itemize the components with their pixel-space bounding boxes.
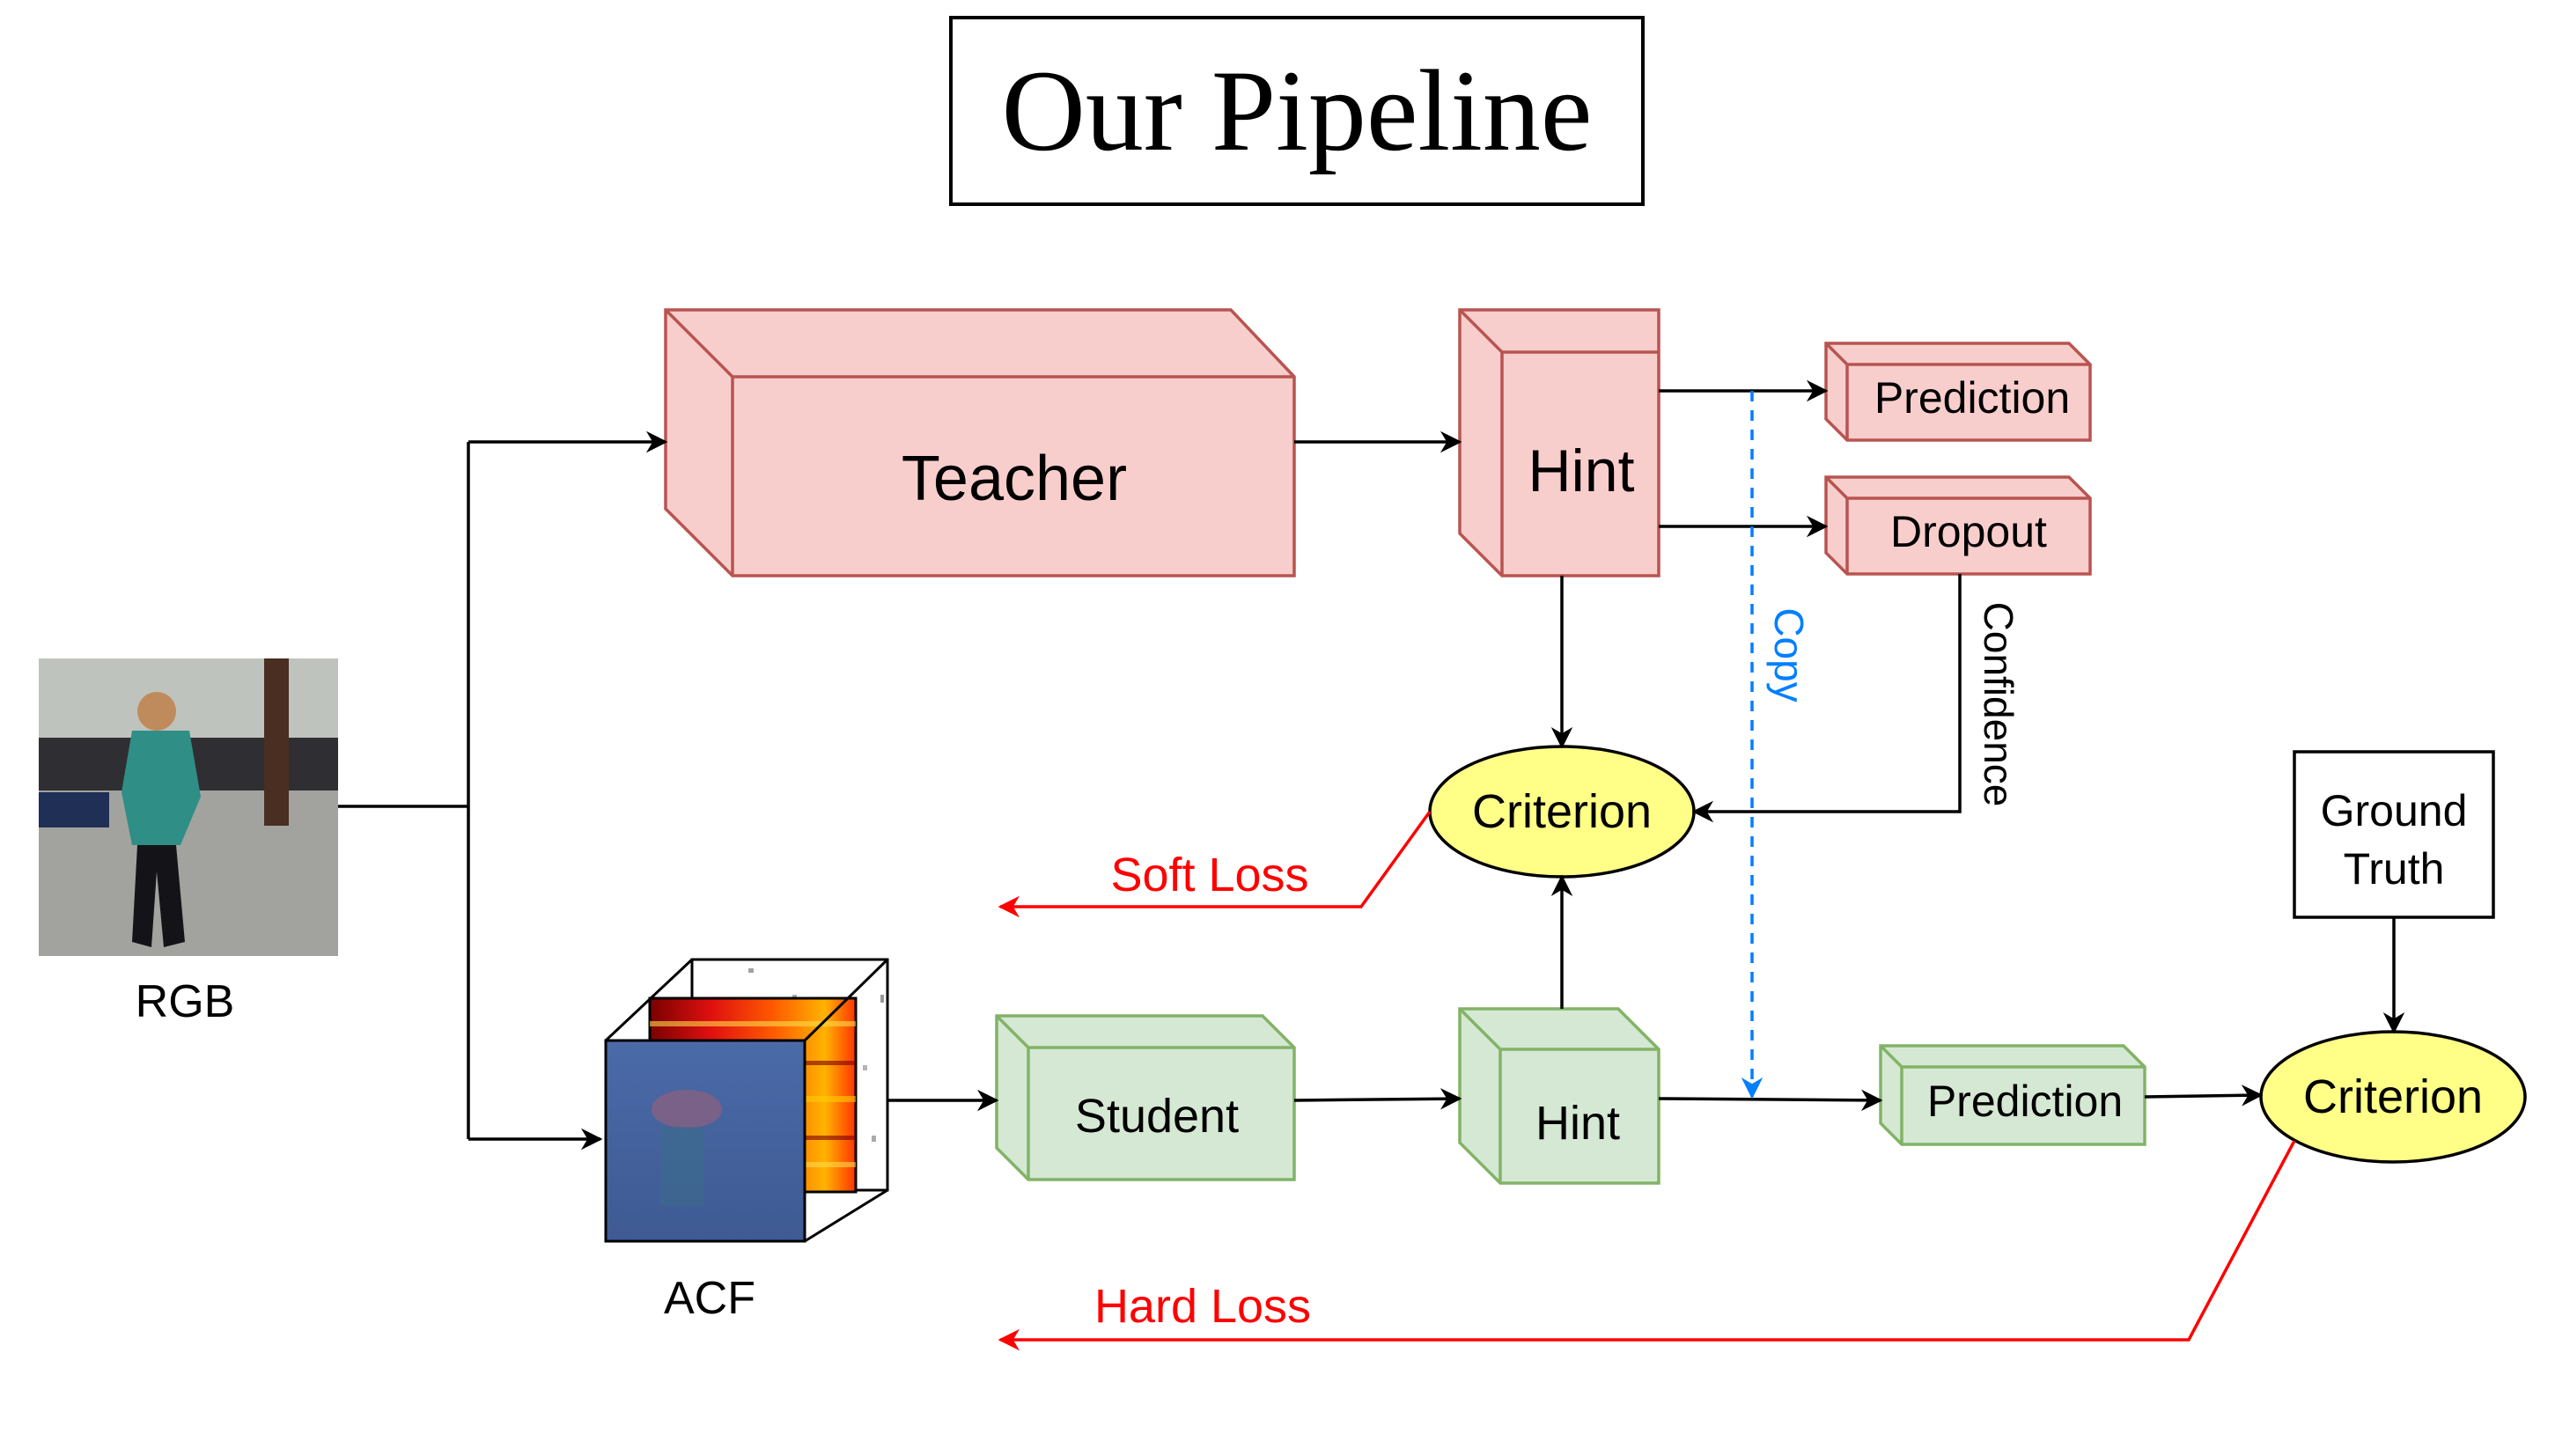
connectors (338, 379, 2405, 1151)
soft-loss-arrow (998, 810, 1432, 918)
acf-stack (604, 958, 889, 1243)
arrow-student-to-hint (1293, 1087, 1462, 1110)
title-box: Our Pipeline (949, 16, 1645, 206)
criterion-hard-label: Criterion (2303, 1070, 2483, 1123)
hard-loss-label: Hard Loss (1094, 1280, 1311, 1333)
student-prediction-block: Prediction (1879, 1044, 2146, 1146)
teacher-prediction-block: Prediction (1824, 342, 2092, 442)
rgb-label: RGB (136, 976, 235, 1027)
teacher-block: Teacher (664, 308, 1296, 577)
criterion-hard: Criterion (2259, 1030, 2527, 1164)
student-block: Student (995, 1014, 1296, 1181)
dropout-label: Dropout (1890, 507, 2047, 556)
teacher-hint-block: Hint (1458, 308, 1660, 577)
teacher-hint-label: Hint (1528, 438, 1635, 504)
student-hint-label: Hint (1535, 1097, 1620, 1150)
criterion-soft: Criterion (1428, 745, 1696, 879)
confidence-label: Confidence (1976, 602, 2021, 807)
student-prediction-label: Prediction (1927, 1077, 2123, 1126)
criterion-soft-label: Criterion (1472, 785, 1652, 838)
student-hint-block: Hint (1458, 1007, 1660, 1185)
soft-loss-label: Soft Loss (1110, 849, 1308, 901)
teacher-label: Teacher (902, 444, 1127, 514)
ground-truth-line-2: Truth (2344, 844, 2445, 893)
dropout-block: Dropout (1824, 475, 2092, 576)
hard-loss-arrow (998, 1140, 2296, 1351)
student-label: Student (1075, 1090, 1239, 1143)
ground-truth-box: Ground Truth (2293, 750, 2495, 919)
rgb-image (39, 658, 338, 956)
arrow-prediction-to-criterion (2144, 1085, 2264, 1107)
arrow-confidence-to-criterion (1691, 574, 1962, 823)
ground-truth-line-1: Ground (2321, 786, 2468, 835)
page-title: Our Pipeline (1002, 46, 1593, 175)
arrow-student-hint-to-prediction (1658, 1089, 1883, 1112)
acf-label: ACF (664, 1273, 755, 1324)
copy-label: Copy (1766, 607, 1812, 702)
teacher-prediction-label: Prediction (1874, 373, 2070, 423)
